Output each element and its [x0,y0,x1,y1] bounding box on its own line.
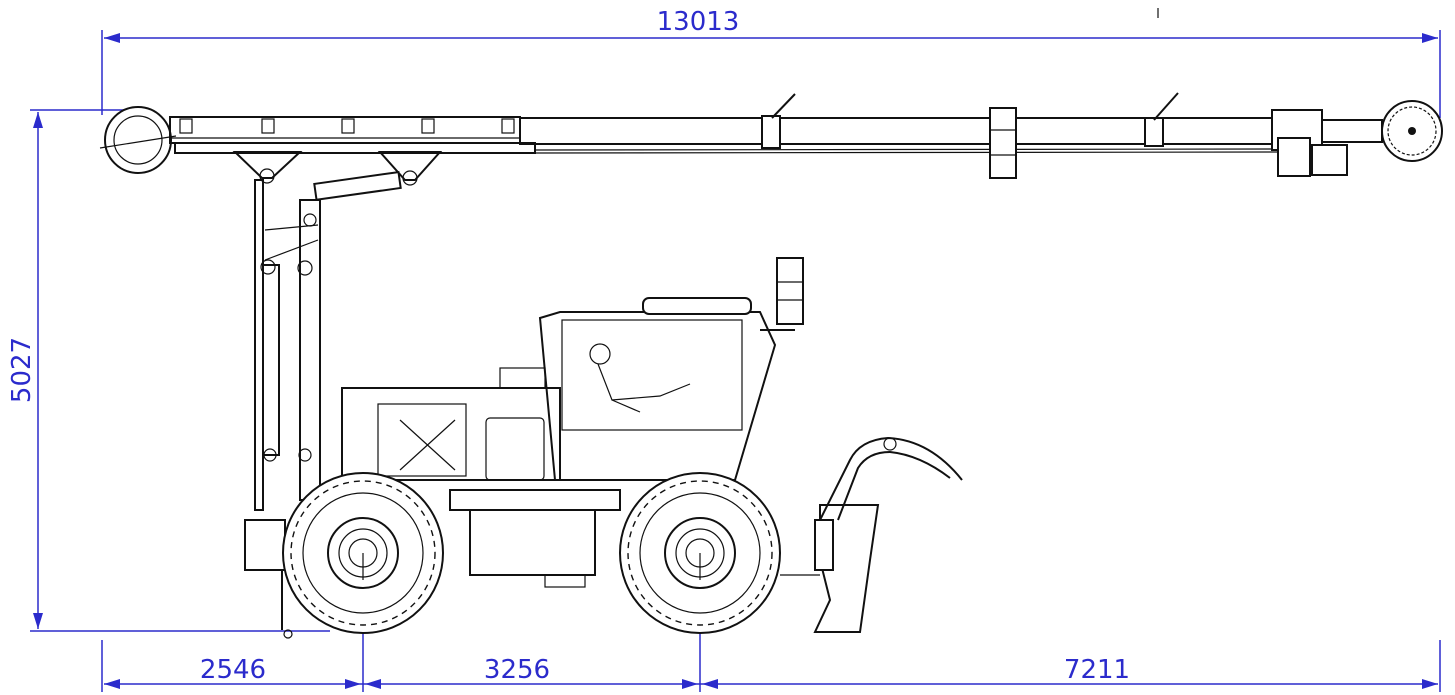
chassis-body [244,257,804,639]
boom-assembly [99,92,1443,179]
dimension-overall-height: 5027 [7,109,330,632]
vertical-mast [254,179,321,511]
rear-wheel [282,472,444,634]
dimension-overall-length: 13013 [101,7,1441,118]
dimension-bottom-chain: 2546 3256 7211 [101,560,1441,692]
overall-length-label: 13013 [657,7,740,37]
front-reach-label: 7211 [1064,655,1130,685]
front-wheel [619,472,781,634]
overall-height-label: 5027 [7,337,37,403]
front-grapple [780,436,963,633]
boom-brackets [232,151,443,201]
rear-overhang-label: 2546 [200,655,266,685]
wheelbase-label: 3256 [484,655,550,685]
